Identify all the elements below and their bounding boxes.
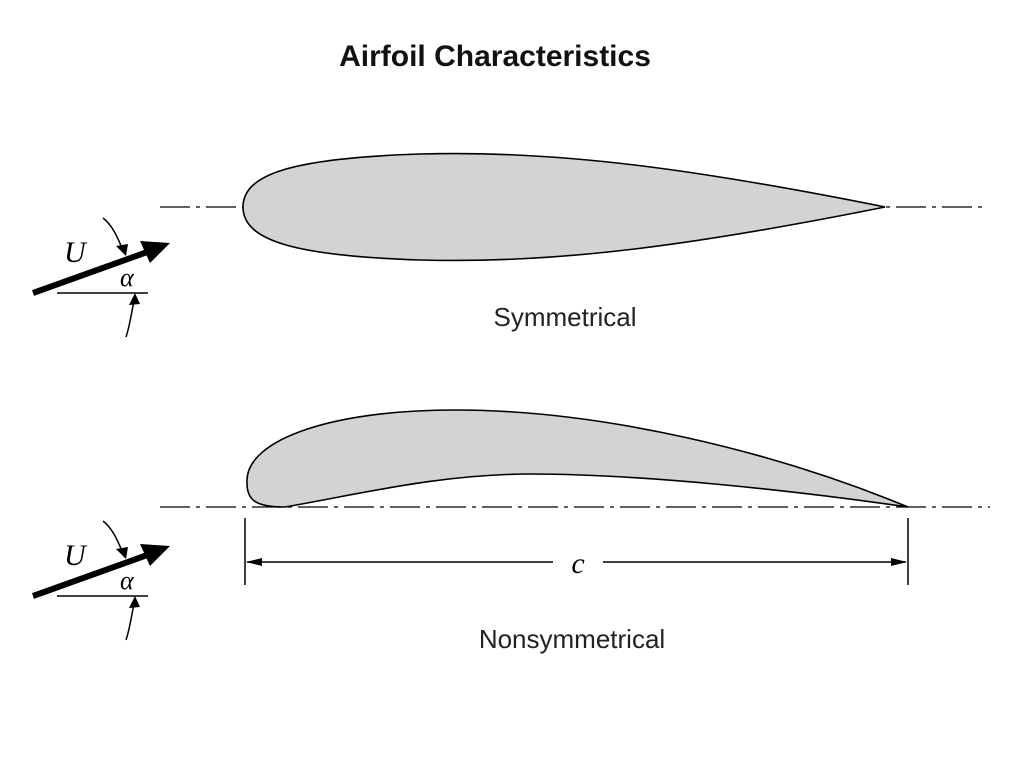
nonsymmetrical-airfoil-shape — [246, 409, 909, 508]
nonsymmetrical-caption: Nonsymmetrical — [479, 624, 665, 654]
chord-dimension: c — [244, 518, 909, 585]
symmetrical-angle-pointer-top — [102, 217, 123, 249]
nonsymmetrical-angle-pointer-top — [102, 520, 123, 552]
chord-symbol: c — [571, 547, 584, 580]
symmetrical-airfoil-shape — [242, 152, 886, 262]
symmetrical-velocity-symbol: U — [64, 236, 88, 269]
symmetrical-airfoil-group: U α Symmetrical — [31, 152, 985, 338]
nonsymmetrical-angle-symbol: α — [120, 566, 135, 595]
page-title: Airfoil Characteristics — [339, 40, 651, 73]
symmetrical-caption: Symmetrical — [493, 302, 636, 332]
symmetrical-angle-pointer-bottom — [125, 300, 135, 338]
nonsymmetrical-angle-pointer-bottom — [125, 603, 135, 641]
nonsymmetrical-velocity-symbol: U — [64, 539, 88, 572]
nonsymmetrical-airfoil-group: U α c Nonsymmetrical — [31, 409, 990, 654]
nonsymmetrical-velocity-arrow — [31, 544, 170, 599]
symmetrical-angle-symbol: α — [120, 263, 135, 292]
symmetrical-velocity-arrow — [31, 241, 170, 296]
